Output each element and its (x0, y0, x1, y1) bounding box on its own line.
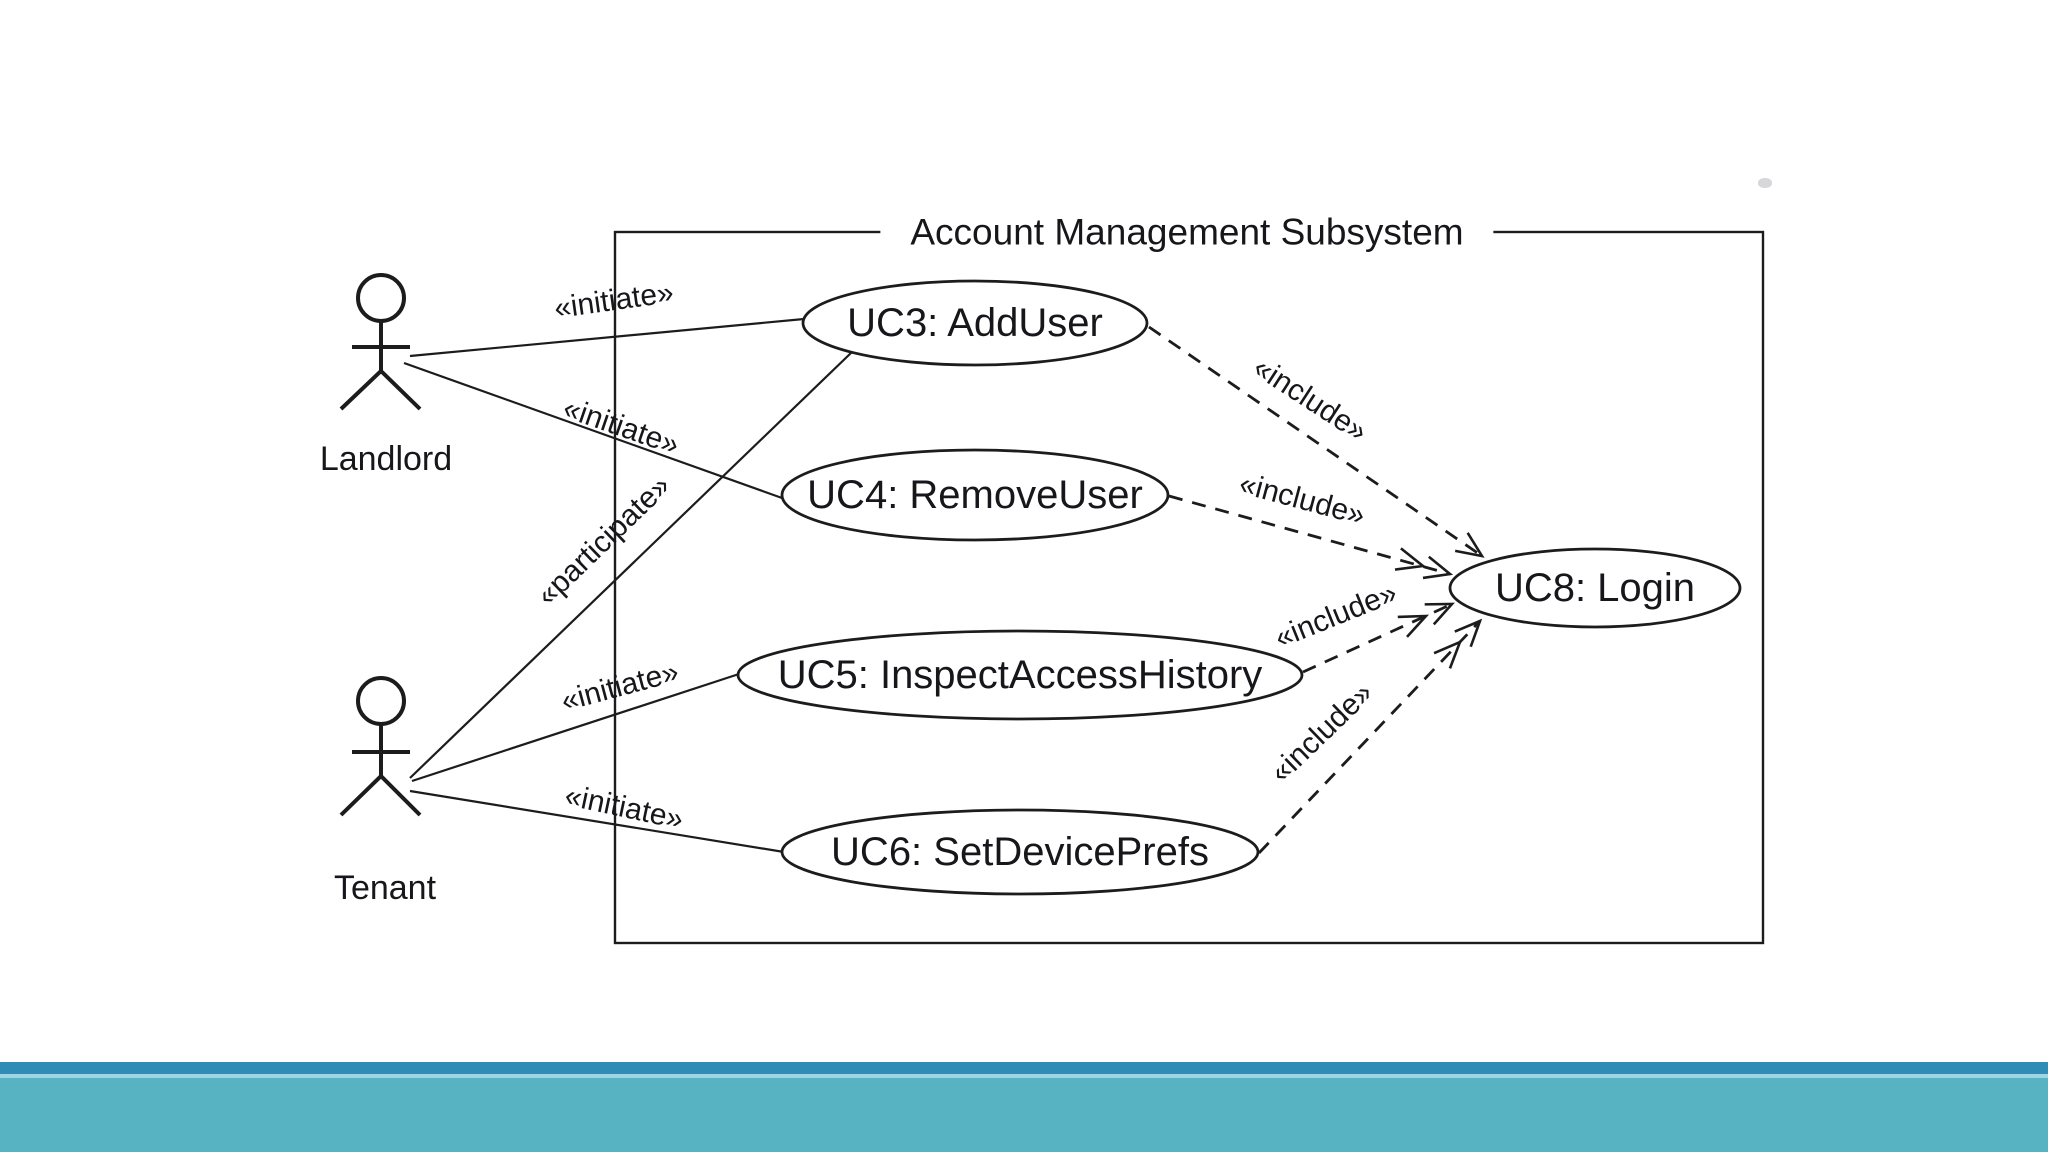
actor-label-landlord: Landlord (319, 440, 453, 478)
include-arrow-uc4-uc8 (1168, 494, 1454, 580)
usecase-ellipse-uc4 (780, 448, 1170, 542)
tenant-actor-icon (339, 676, 422, 817)
include-arrow-uc3-uc8 (1148, 325, 1485, 558)
usecase-ellipses (736, 279, 1742, 896)
include-arrows (1148, 325, 1485, 854)
usecase-ellipse-uc6 (780, 808, 1260, 896)
footer-bar-teal (0, 1078, 2048, 1152)
include-arrow-uc6-uc8 (1257, 618, 1483, 854)
actor-label-tenant: Tenant (333, 869, 437, 907)
association-lines (403, 317, 853, 854)
scan-artifact-dot (1758, 178, 1772, 188)
usecase-label-uc8: UC8: Login (1494, 566, 1696, 610)
usecase-ellipse-uc5 (736, 629, 1304, 721)
association-line-tenant-uc3 (409, 351, 853, 779)
usecase-label-uc6: UC6: SetDevicePrefs (831, 830, 1209, 874)
usecase-label-uc3: UC3: AddUser (847, 301, 1103, 345)
usecase-ellipse-uc3 (801, 279, 1149, 367)
include-arrow-uc5-uc8 (1302, 602, 1455, 674)
association-line-landlord-uc3 (409, 317, 805, 358)
association-line-landlord-uc4 (403, 361, 783, 500)
association-line-tenant-uc5 (411, 672, 740, 783)
usecase-label-uc4: UC4: RemoveUser (807, 473, 1143, 517)
usecase-ellipse-uc8 (1448, 547, 1742, 629)
usecase-label-uc5: UC5: InspectAccessHistory (777, 653, 1263, 697)
footer-accent-bar-blue (0, 1062, 2048, 1074)
footer-accent-line-light (0, 1074, 2048, 1078)
association-line-tenant-uc6 (409, 789, 785, 854)
stray-arrowheads (1394, 547, 1463, 669)
system-boundary-title: Account Management Subsystem (880, 211, 1494, 253)
landlord-actor-icon (339, 273, 422, 411)
